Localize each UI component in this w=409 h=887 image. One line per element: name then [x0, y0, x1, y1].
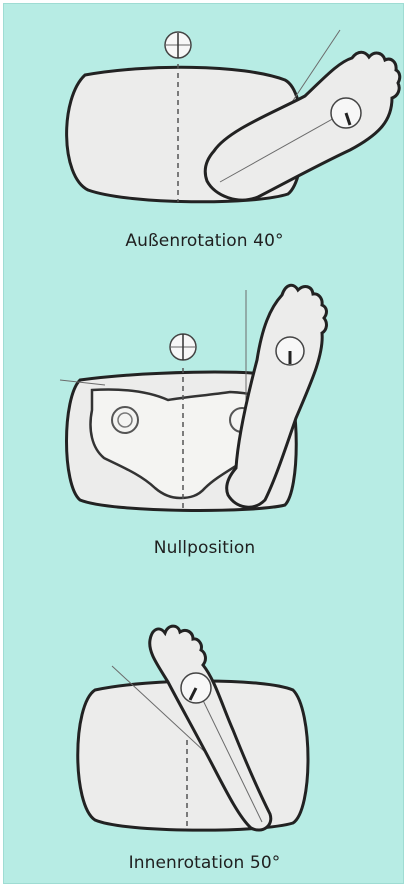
hip-joint-left: [112, 407, 138, 433]
caption-internal-rotation: Innenrotation 50°: [0, 853, 409, 873]
neutral-position-figure: [60, 285, 326, 510]
caption-external-rotation: Außenrotation 40°: [0, 231, 409, 251]
caption-neutral-position: Nullposition: [0, 538, 409, 558]
internal-rotation-figure: [78, 626, 308, 830]
external-rotation-figure: [67, 30, 400, 202]
